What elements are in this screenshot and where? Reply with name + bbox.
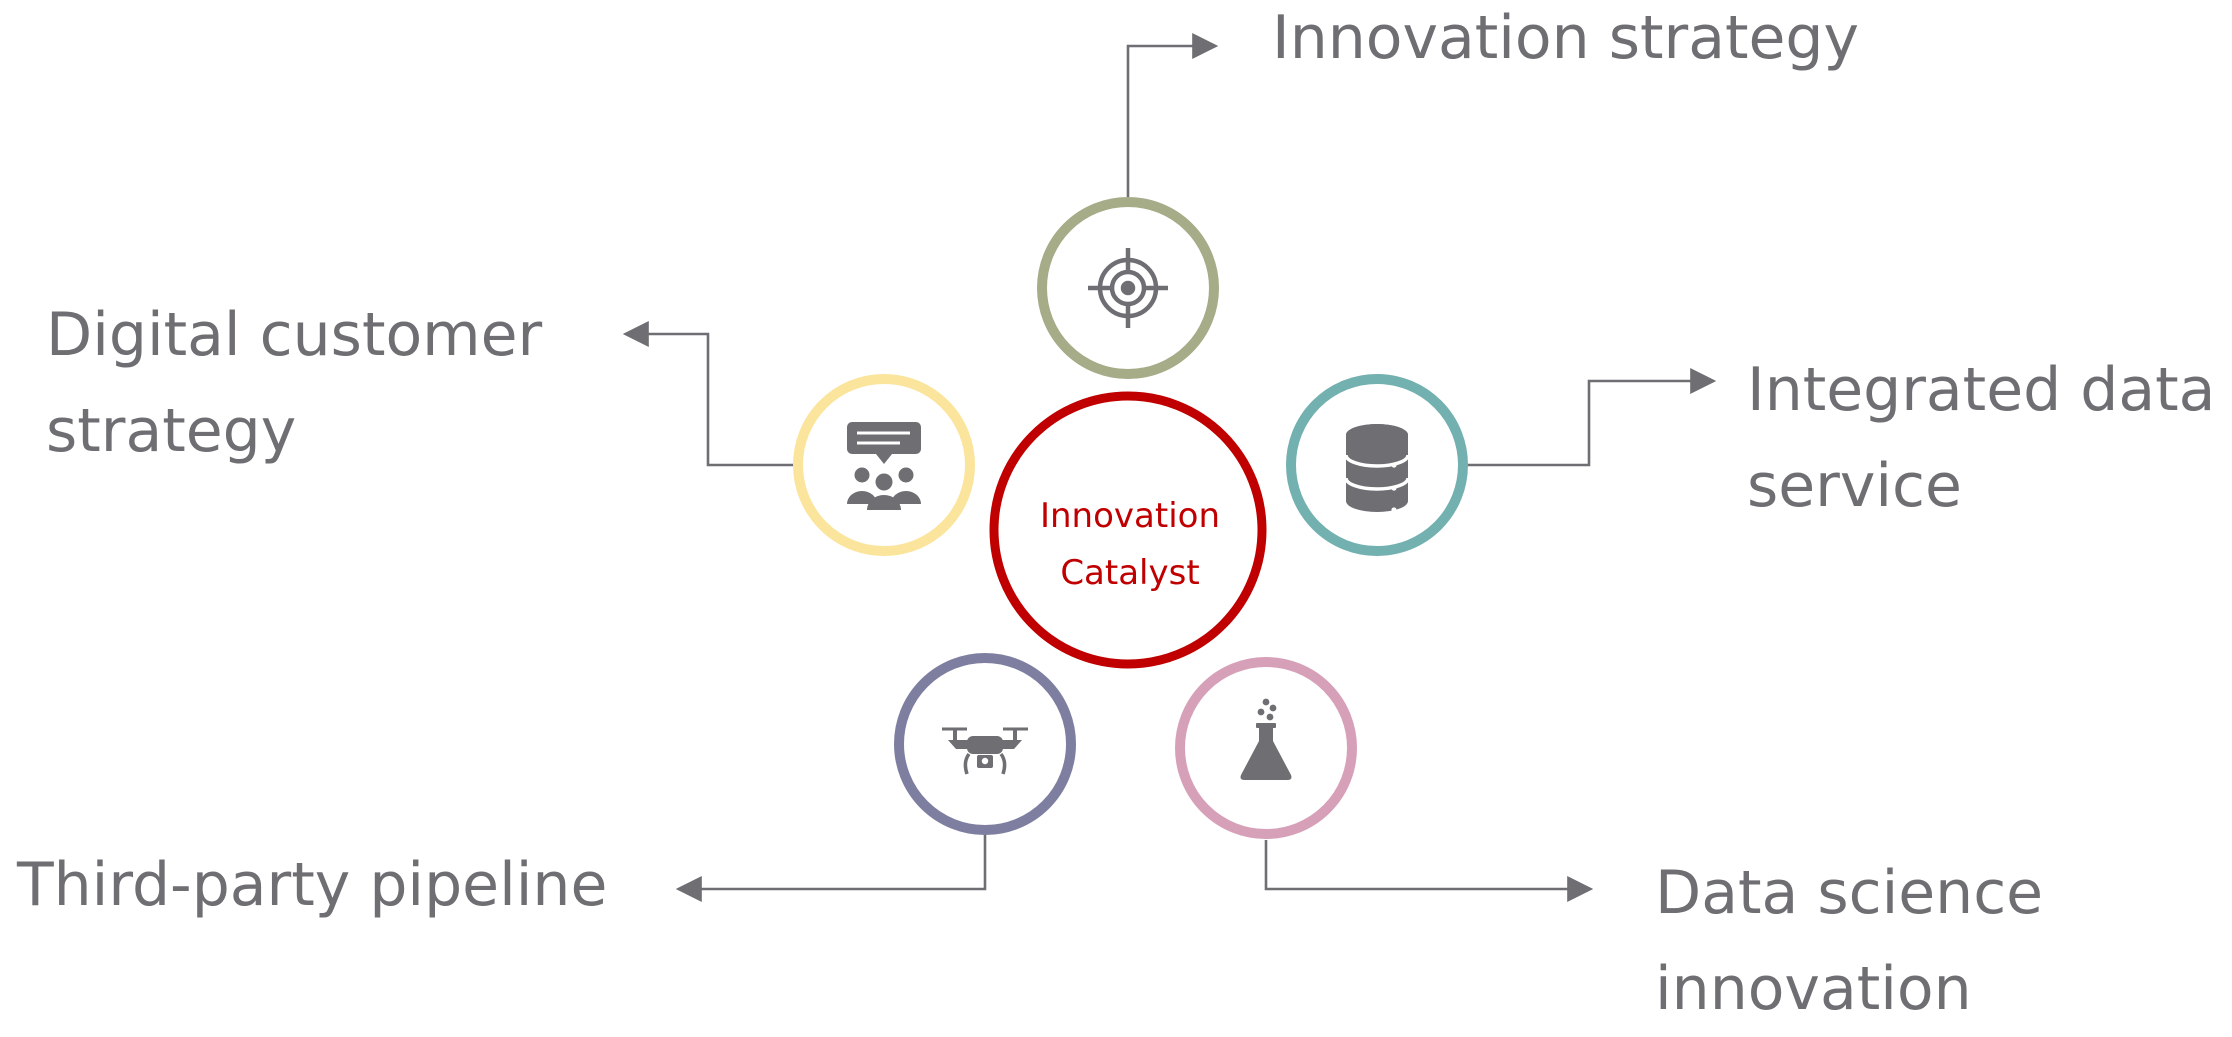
label-innovation-strategy: Innovation strategy (1272, 0, 1859, 86)
label-integrated-data-service-line2: service (1747, 451, 1962, 521)
connector-data-science-innovation (1264, 840, 1594, 902)
node-third-party-pipeline (894, 653, 1076, 835)
connector-innovation-strategy (1126, 33, 1219, 197)
connector-third-party-pipeline (675, 833, 987, 902)
center-label: Innovation Catalyst (1000, 488, 1260, 602)
connector-digital-customer-strategy (622, 321, 793, 467)
center-ring (989, 391, 1267, 669)
label-data-science-innovation-line2: innovation (1655, 954, 1972, 1024)
chat-group-icon (847, 422, 921, 510)
target-icon (1088, 248, 1168, 328)
flask-icon (1240, 698, 1292, 780)
drone-icon (942, 727, 1028, 775)
label-digital-customer-strategy-line2: strategy (46, 396, 297, 466)
node-innovation-strategy (1037, 197, 1219, 379)
center-label-line2: Catalyst (1060, 553, 1200, 593)
node-integrated-data-service (1286, 374, 1468, 556)
label-digital-customer-strategy-line1: Digital customer (46, 300, 543, 370)
connector-integrated-data-service (1467, 368, 1717, 467)
center-label-line1: Innovation (1039, 496, 1220, 536)
label-innovation-strategy-line1: Innovation strategy (1272, 3, 1859, 73)
label-data-science-innovation: Data science innovation (1655, 845, 2043, 1037)
database-icon (1344, 424, 1410, 513)
innovation-catalyst-diagram (622, 33, 1717, 902)
label-integrated-data-service: Integrated data service (1747, 342, 2215, 534)
label-third-party-pipeline: Third-party pipeline (17, 837, 607, 933)
label-digital-customer-strategy: Digital customer strategy (46, 287, 542, 479)
label-data-science-innovation-line1: Data science (1655, 858, 2044, 928)
label-third-party-pipeline-line1: Third-party pipeline (17, 850, 608, 920)
node-data-science-innovation (1175, 657, 1357, 839)
node-digital-customer-strategy (793, 374, 975, 556)
connectors (622, 33, 1717, 902)
node-ring-digital-customer-strategy (793, 374, 975, 556)
label-integrated-data-service-line1: Integrated data (1747, 355, 2216, 425)
